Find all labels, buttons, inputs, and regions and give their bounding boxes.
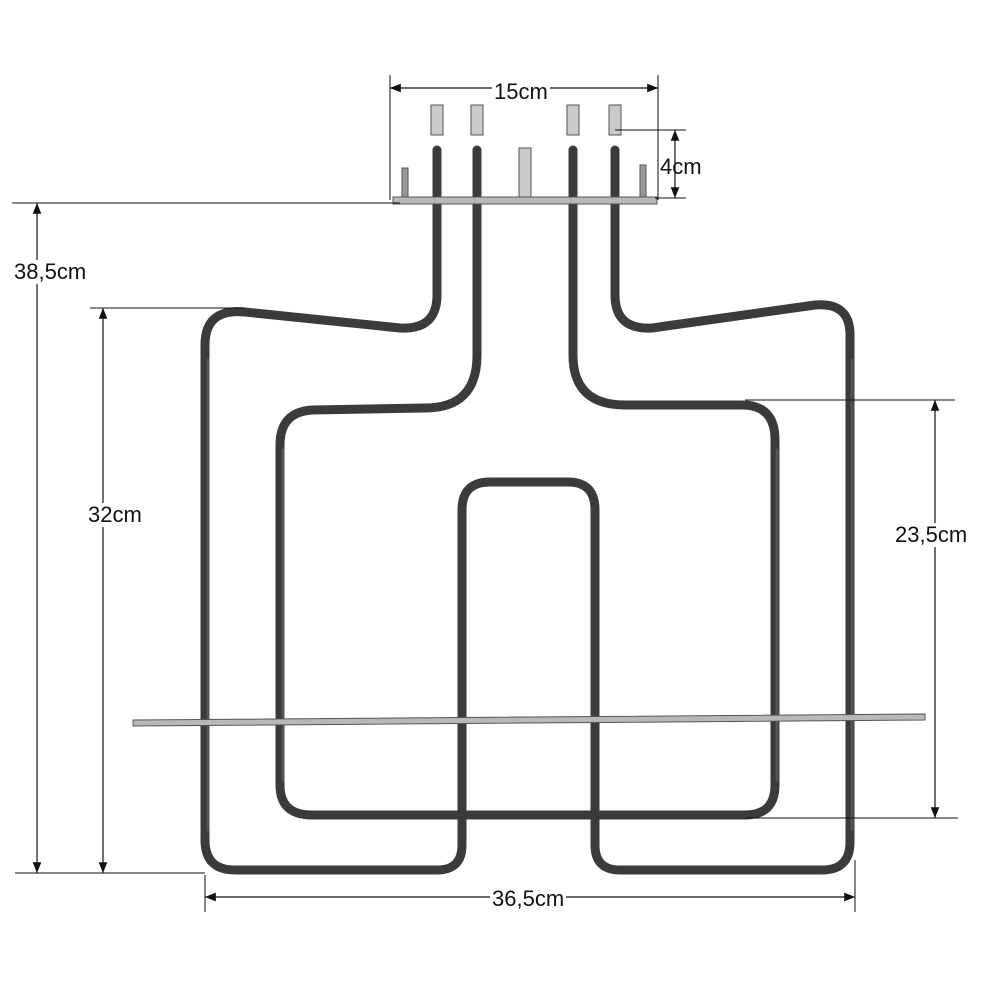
dimension-label-total-width: 36,5cm: [490, 886, 567, 911]
dimension-label-inner-height: 23,5cm: [893, 522, 970, 547]
dimension-label-total-height: 38,5cm: [12, 259, 89, 284]
mounting-bracket: [392, 196, 658, 205]
support-bar: [132, 713, 926, 727]
outer-heating-tube: [200, 145, 855, 875]
inner-heating-tube: [275, 145, 780, 820]
dimension-label-terminal-height: 4cm: [660, 154, 702, 179]
dimension-label-outer-height: 32cm: [86, 502, 144, 527]
terminals: [401, 104, 647, 201]
dimension-label-width-terminals: 15cm: [492, 79, 550, 104]
